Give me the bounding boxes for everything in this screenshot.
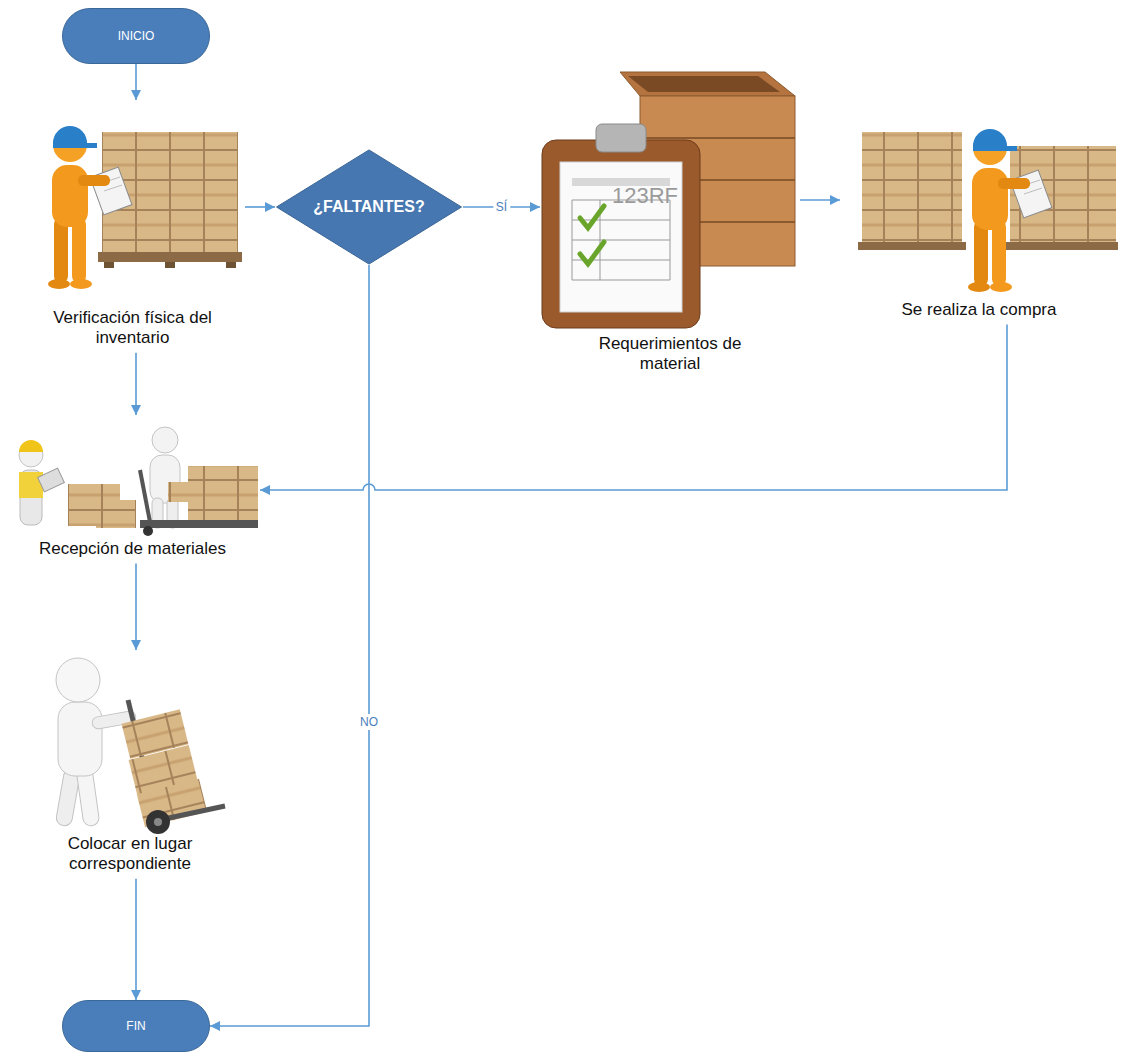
requirements-illustration-part xyxy=(572,240,670,241)
receiving-illustration-part xyxy=(96,500,136,528)
step-caption: Verificación física del inventario xyxy=(48,308,218,349)
purchase-illustration-part xyxy=(858,242,966,250)
requirements-illustration-part xyxy=(670,200,671,280)
inventory-check-illustration-part xyxy=(226,262,236,268)
receiving-illustration-part xyxy=(19,472,43,498)
diamond-shape xyxy=(277,150,462,264)
process-step: Verificación física del inventario xyxy=(20,100,245,353)
requirements-illustration-part xyxy=(572,200,573,280)
purchase-illustration-part xyxy=(968,129,1052,292)
decision-diamond: ¿FALTANTES? xyxy=(275,149,463,265)
requirements-illustration-part xyxy=(560,162,682,312)
inventory-check-illustration-part xyxy=(104,262,114,268)
inventory-check-illustration-part xyxy=(165,262,175,268)
storage-illustration-part xyxy=(58,702,102,776)
process-step: Requerimientos de material xyxy=(540,72,800,379)
purchase-illustration xyxy=(858,129,1118,292)
receiving-illustration-part xyxy=(188,466,258,520)
storage-illustration-part xyxy=(154,818,162,826)
decision-text: ¿FALTANTES? xyxy=(313,197,424,216)
edge-label: NO xyxy=(357,714,381,730)
requirements-illustration xyxy=(542,72,795,328)
edge-label: SÍ xyxy=(493,199,510,215)
inventory-check-illustration xyxy=(48,126,242,289)
process-step: Colocar en lugar correspondiente xyxy=(20,650,240,879)
receiving-illustration-part xyxy=(38,468,65,492)
requirements-illustration-part xyxy=(542,140,700,328)
terminal-text: FIN xyxy=(126,1019,145,1033)
process-step: Recepción de materiales xyxy=(5,415,260,563)
process-step: Se realiza la compra xyxy=(840,100,1118,324)
start-terminal: INICIO xyxy=(62,8,210,64)
requirements-illustration-part xyxy=(640,137,795,139)
receiving-illustration-part xyxy=(143,526,153,536)
requirements-illustration-part xyxy=(580,206,604,228)
storage-illustration-part xyxy=(146,810,170,834)
requirements-illustration-part xyxy=(620,72,795,96)
storage-illustration-part xyxy=(56,658,100,702)
receiving-illustration-part xyxy=(152,427,178,453)
flow-connector xyxy=(245,206,275,208)
receiving-illustration xyxy=(19,427,258,536)
purchase-illustration-part xyxy=(1006,242,1118,250)
receiving-illustration-part xyxy=(140,520,258,528)
flow-connector xyxy=(260,324,1007,490)
storage-illustration xyxy=(55,658,225,834)
flow-connector xyxy=(135,353,137,415)
requirements-illustration-part xyxy=(580,242,604,264)
flow-connector xyxy=(135,563,137,650)
requirements-illustration-part xyxy=(572,220,670,221)
purchase-illustration-part xyxy=(862,132,962,242)
flow-connector xyxy=(135,879,137,1000)
step-caption: Recepción de materiales xyxy=(13,539,253,559)
flow-connector xyxy=(135,64,137,100)
step-caption: Se realiza la compra xyxy=(869,300,1089,320)
receiving-illustration-part xyxy=(140,470,150,522)
inventory-check-illustration-part xyxy=(98,252,242,262)
requirements-illustration-part xyxy=(596,124,646,152)
requirements-illustration-part xyxy=(628,76,780,92)
receiving-illustration-part xyxy=(19,440,43,452)
watermark: 123RF xyxy=(612,183,678,209)
receiving-illustration-part xyxy=(168,482,194,502)
end-terminal: FIN xyxy=(62,1000,210,1052)
inventory-check-illustration-part xyxy=(48,126,132,289)
requirements-illustration-part xyxy=(572,280,670,281)
flow-connector xyxy=(210,265,369,1026)
step-caption: Colocar en lugar correspondiente xyxy=(55,834,205,875)
flow-connector xyxy=(800,199,840,201)
step-caption: Requerimientos de material xyxy=(588,334,753,375)
terminal-text: INICIO xyxy=(118,29,155,43)
